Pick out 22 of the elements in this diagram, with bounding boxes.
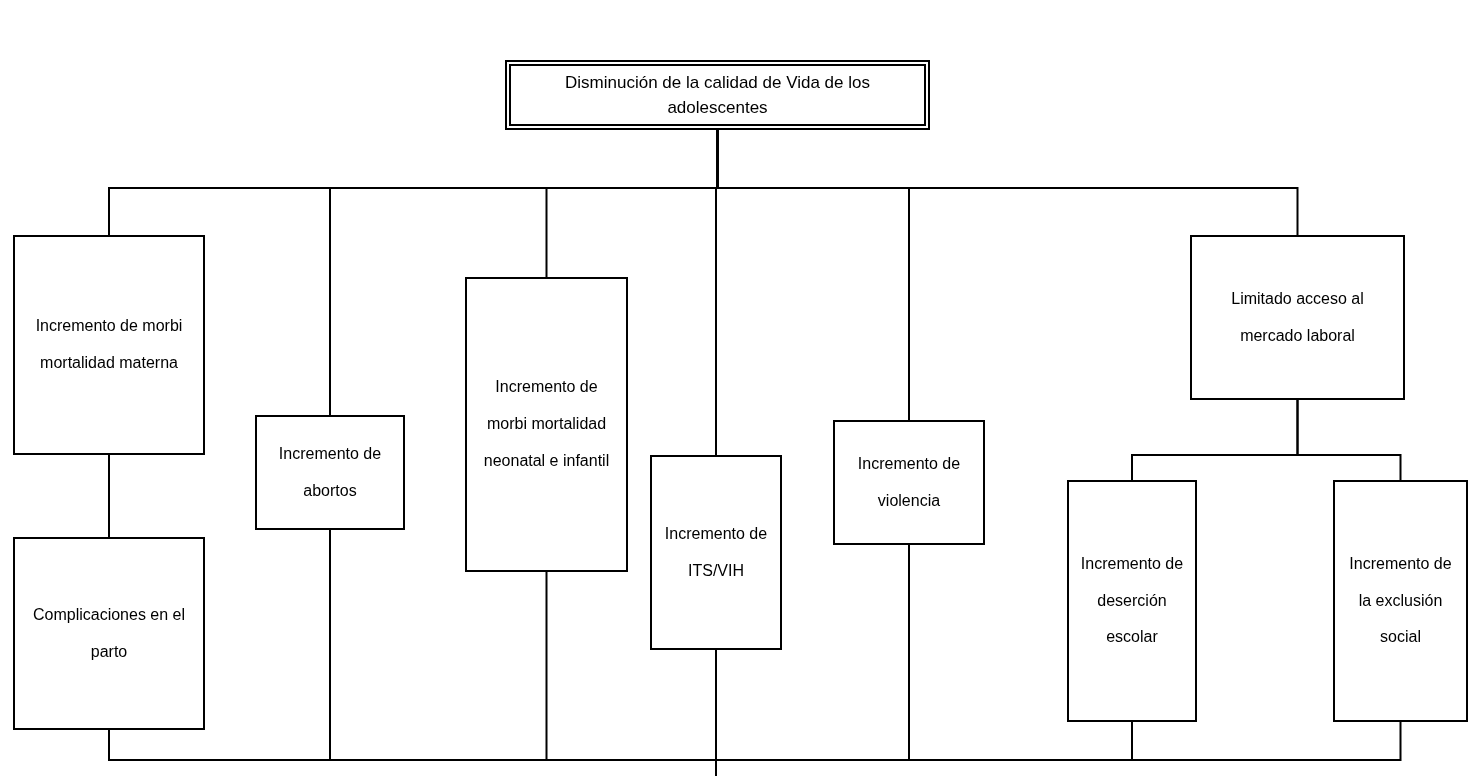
box-text: Incremento de ITS/VIH (663, 523, 769, 581)
box-text: Limitado acceso al mercado laboral (1230, 288, 1365, 346)
effect-box (1333, 480, 1468, 722)
effect-box (650, 455, 782, 650)
box-text: Incremento de la exclusión social (1348, 553, 1453, 648)
connector-line (1296, 399, 1402, 481)
problem-box (505, 60, 930, 130)
effect-box (13, 537, 205, 730)
effect-box (1190, 235, 1405, 400)
box-text: Incremento de violencia (856, 453, 962, 511)
connector-line (108, 454, 110, 538)
effect-box (1067, 480, 1197, 722)
effect-box (255, 415, 405, 530)
effect-box (13, 235, 205, 455)
box-text: Incremento de deserción escolar (1079, 553, 1185, 648)
box-text: Incremento de morbi mortalidad materna (34, 316, 184, 373)
effect-box (465, 277, 628, 572)
box-text: Complicaciones en el parto (31, 604, 187, 662)
box-text: Incremento de morbi mortalidad neonatal e infantil (482, 377, 611, 471)
box-text: Disminución de la calidad de Vida de los adolescentes (564, 71, 871, 119)
box-text: Incremento de abortos (277, 443, 383, 501)
effect-box (833, 420, 985, 545)
